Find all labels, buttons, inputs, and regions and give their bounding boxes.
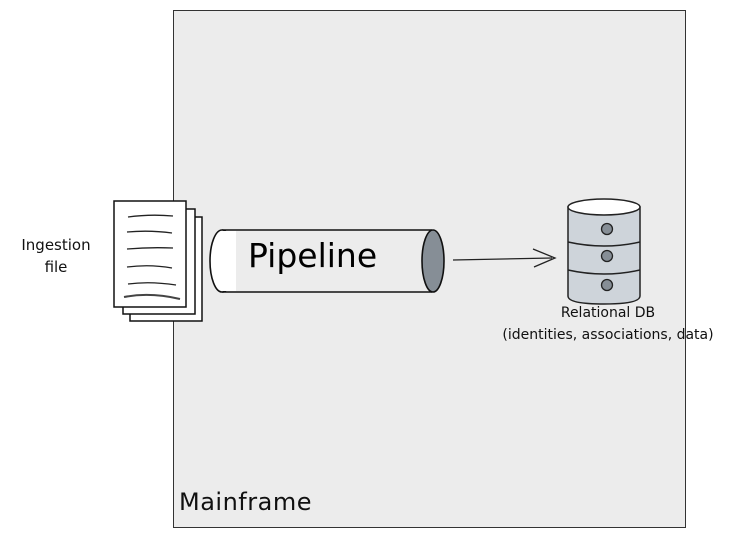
arrow-pipeline-to-db bbox=[452, 248, 557, 268]
pipeline-icon bbox=[209, 229, 445, 293]
pipeline-label: Pipeline bbox=[248, 236, 378, 275]
database-label-line2: (identities, associations, data) bbox=[502, 327, 714, 343]
database-icon bbox=[567, 198, 641, 305]
ingestion-file-label-line2: file bbox=[44, 258, 68, 276]
database-label: Relational DB (identities, associations,… bbox=[468, 302, 748, 346]
stacked-documents-icon bbox=[113, 200, 203, 322]
ingestion-file-label: Ingestion file bbox=[6, 234, 106, 278]
database-label-line1: Relational DB bbox=[560, 305, 656, 321]
mainframe-label: Mainframe bbox=[179, 488, 312, 516]
ingestion-file-label-line1: Ingestion bbox=[21, 236, 91, 254]
